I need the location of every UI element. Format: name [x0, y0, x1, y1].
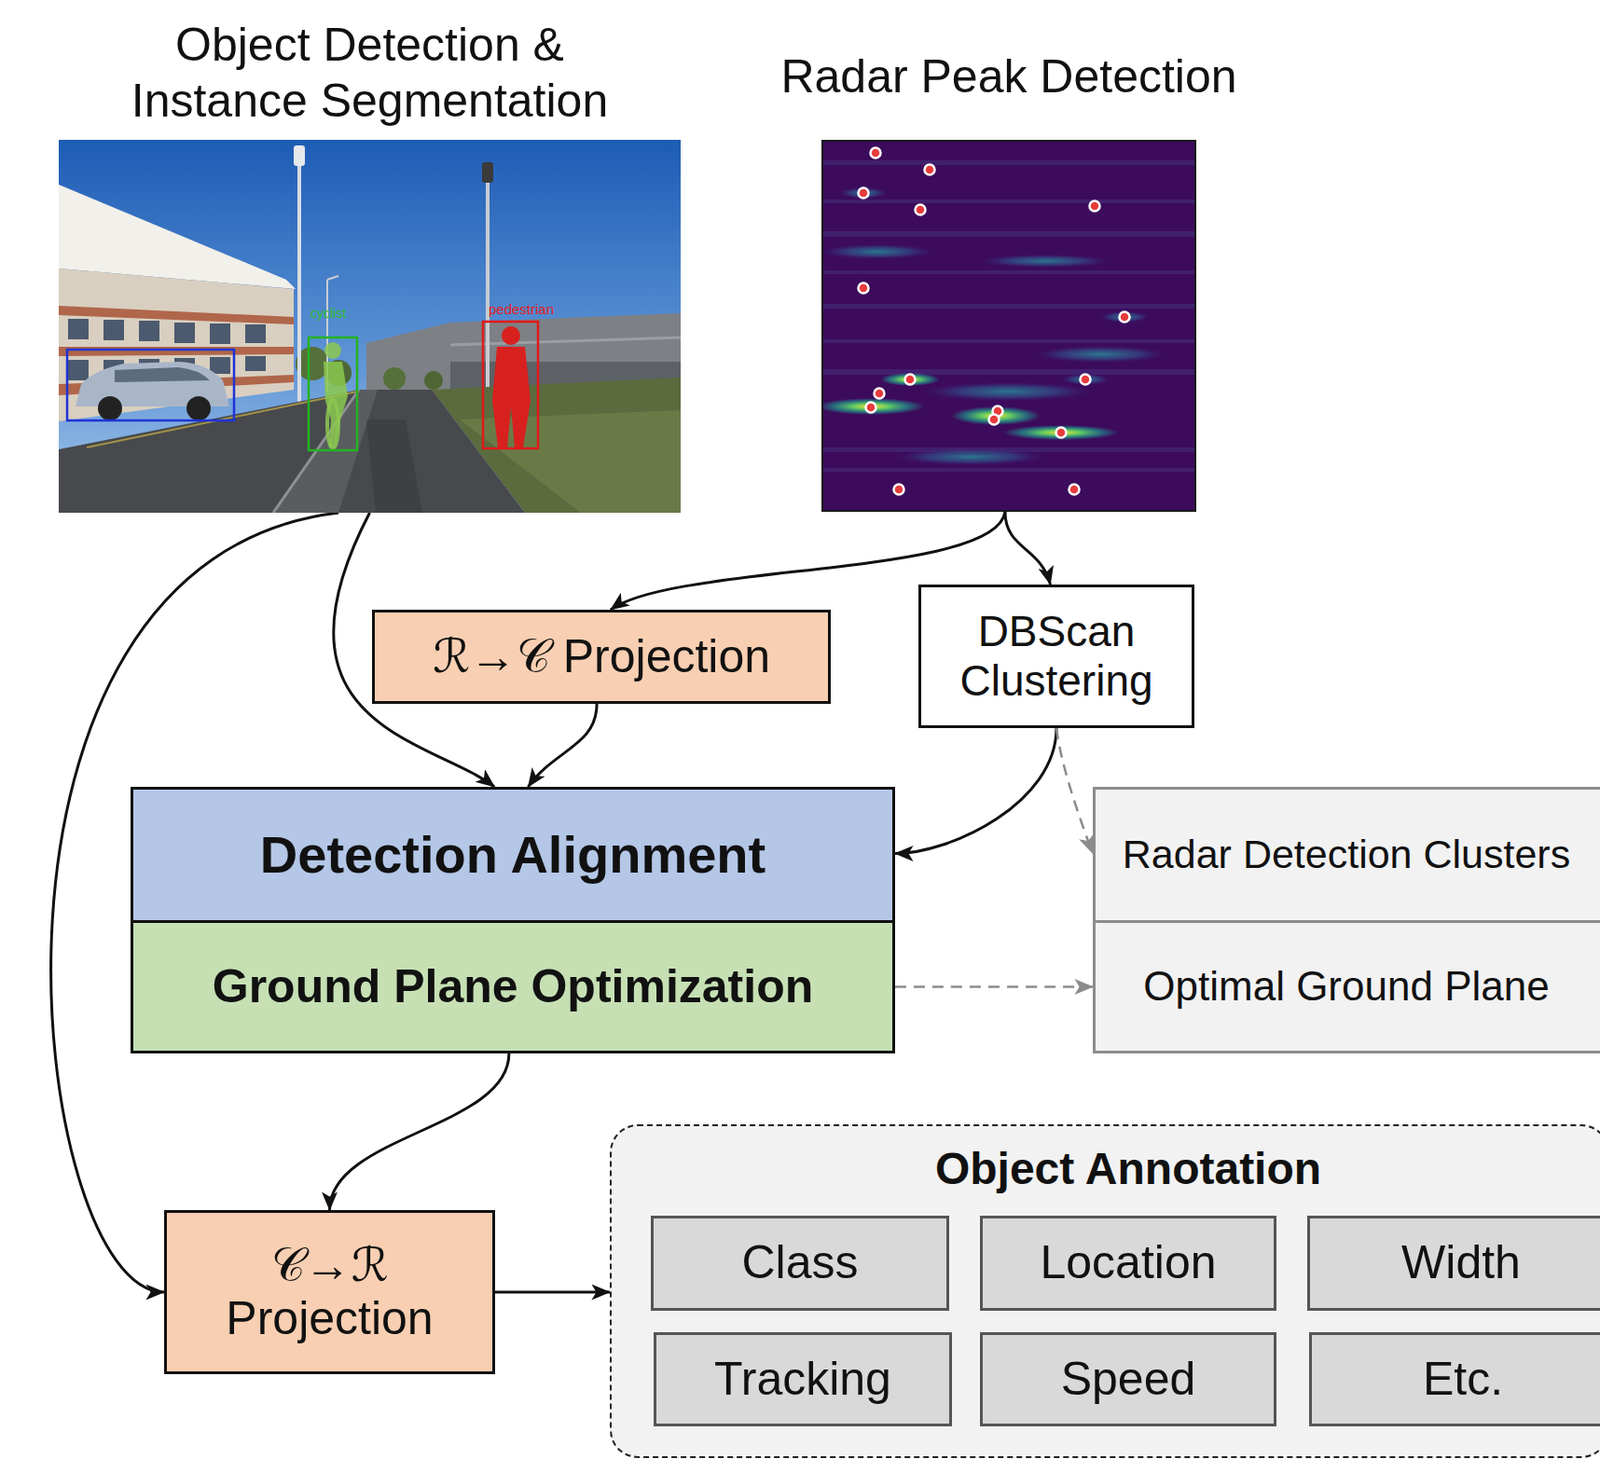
- connector-arrow: [330, 1053, 510, 1211]
- attribute-box: Location: [979, 1215, 1277, 1311]
- process-box: DBScan Clustering: [918, 584, 1195, 729]
- output-box: Radar Detection Clusters: [1092, 786, 1600, 924]
- camera-image-panel: Object Detection & Instance Segmentation: [58, 139, 681, 513]
- dashed-arrow: [895, 985, 1093, 989]
- attribute-box: Etc.: [1309, 1332, 1600, 1427]
- box-label: Location: [1039, 1236, 1216, 1291]
- connector-arrow: [527, 703, 597, 787]
- output-box: Optimal Ground Plane: [1092, 920, 1600, 1054]
- box-label: Optimal Ground Plane: [1143, 963, 1549, 1011]
- class-tag: cyclist: [310, 306, 346, 321]
- box-label: 𝒞→ℛ Projection: [208, 1239, 452, 1347]
- scene-background: [58, 139, 681, 513]
- attribute-box: Class: [650, 1215, 950, 1311]
- class-tag: pedestrian: [488, 302, 554, 318]
- box-label: Width: [1401, 1236, 1521, 1291]
- box-label: Class: [741, 1236, 858, 1291]
- connector-arrow: [495, 1291, 610, 1295]
- process-box: Detection Alignment: [130, 786, 896, 924]
- process-box: Ground Plane Optimization: [130, 920, 896, 1054]
- box-label: Object Annotation: [935, 1143, 1322, 1195]
- box-label: Etc.: [1422, 1352, 1504, 1407]
- annotation-group: Object AnnotationClass Location WidthTrack…: [609, 1124, 1600, 1459]
- attribute-box: Width: [1307, 1215, 1600, 1311]
- projection-box: 𝒞→ℛ Projection: [164, 1210, 496, 1375]
- street-camera-image: [58, 139, 681, 513]
- connector-arrow: [895, 728, 1057, 855]
- detected-car: [67, 349, 235, 421]
- attribute-box: Speed: [979, 1332, 1277, 1427]
- box-label: Speed: [1061, 1352, 1197, 1407]
- projection-box: ℛ→𝒞 Projection: [372, 609, 831, 704]
- heatmap-ground: [821, 139, 1197, 512]
- dashed-arrow: [1056, 728, 1093, 855]
- box-label: Radar Detection Clusters: [1122, 831, 1571, 878]
- box-label: DBScan Clustering: [921, 606, 1192, 706]
- detected-pedestrian: [482, 321, 538, 449]
- attribute-box: Tracking: [653, 1332, 952, 1427]
- radar-heatmap-panel: Radar Peak Detection: [821, 139, 1197, 512]
- connector-arrow: [1005, 511, 1051, 585]
- box-label: Ground Plane Optimization: [212, 960, 814, 1015]
- panel-heading: Radar Peak Detection: [780, 48, 1237, 105]
- radar-heatmap: [821, 139, 1197, 512]
- detected-cyclist: [308, 337, 358, 451]
- box-label: Tracking: [714, 1352, 892, 1407]
- box-label: Detection Alignment: [260, 825, 766, 885]
- radar-peaks: [858, 148, 1131, 496]
- panel-heading: Object Detection & Instance Segmentation: [109, 16, 632, 129]
- box-label: ℛ→𝒞 Projection: [432, 630, 771, 685]
